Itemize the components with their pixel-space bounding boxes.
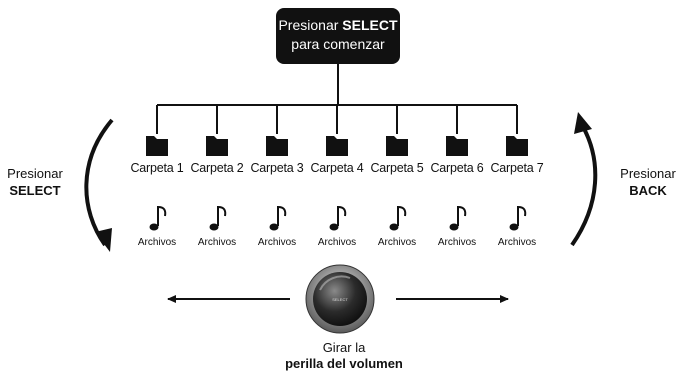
- folder-label: Carpeta 4: [310, 161, 364, 175]
- start-select-keyword: SELECT: [342, 17, 398, 33]
- tree-connectors: [156, 64, 518, 134]
- files-label: Archivos: [437, 237, 477, 248]
- turn-knob-line2: perilla del volumen: [285, 356, 403, 371]
- select-curved-arrow: [84, 118, 114, 247]
- press-select-keyword: SELECT: [9, 183, 61, 198]
- music-note-icon: [389, 205, 407, 231]
- select-arrowhead-icon: [95, 228, 112, 252]
- folder-icons: [146, 136, 528, 156]
- folder-icon: [146, 136, 168, 156]
- folder-label: Carpeta 6: [430, 161, 484, 175]
- file-icons: [149, 205, 527, 231]
- select-knob-icon[interactable]: SELECT: [305, 264, 375, 334]
- knob-label: SELECT: [332, 297, 348, 302]
- press-select-label: Presionar SELECT: [2, 165, 68, 199]
- folder-icon: [446, 136, 468, 156]
- start-line2: para comenzar: [291, 36, 385, 52]
- folder-icon: [386, 136, 408, 156]
- files-label: Archivos: [497, 237, 537, 248]
- files-label: Archivos: [137, 237, 177, 248]
- back-arrowhead-icon: [574, 112, 592, 134]
- files-label: Archivos: [317, 237, 357, 248]
- folder-icon: [206, 136, 228, 156]
- music-note-icon: [149, 205, 167, 231]
- folder-label: Carpeta 7: [490, 161, 544, 175]
- press-back-keyword: BACK: [629, 183, 667, 198]
- turn-knob-line1: Girar la: [322, 340, 366, 355]
- back-curved-arrow: [570, 124, 598, 247]
- folder-label: Carpeta 1: [130, 161, 184, 175]
- files-label: Archivos: [197, 237, 237, 248]
- files-label: Archivos: [377, 237, 417, 248]
- start-line1: Presionar: [278, 17, 339, 33]
- folder-icon: [506, 136, 528, 156]
- music-note-icon: [269, 205, 287, 231]
- music-note-icon: [329, 205, 347, 231]
- press-back-label: Presionar BACK: [612, 165, 684, 199]
- music-note-icon: [449, 205, 467, 231]
- music-note-icon: [209, 205, 227, 231]
- music-note-icon: [509, 205, 527, 231]
- folder-label: Carpeta 5: [370, 161, 424, 175]
- start-instruction-box: Presionar SELECT para comenzar: [276, 8, 400, 64]
- files-label: Archivos: [257, 237, 297, 248]
- press-select-line1: Presionar: [7, 166, 63, 181]
- folder-icon: [326, 136, 348, 156]
- folder-label: Carpeta 2: [190, 161, 244, 175]
- folder-icon: [266, 136, 288, 156]
- press-back-line1: Presionar: [620, 166, 676, 181]
- folder-label: Carpeta 3: [250, 161, 304, 175]
